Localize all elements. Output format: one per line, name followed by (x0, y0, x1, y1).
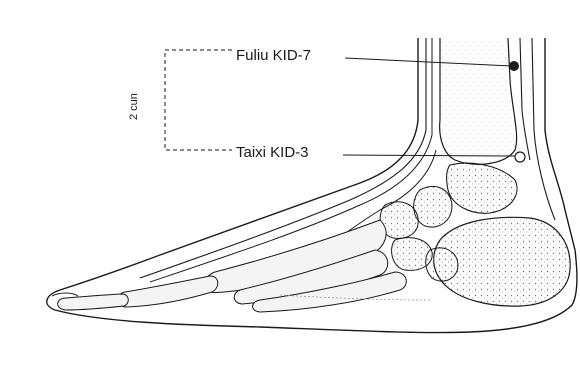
talus-bone (447, 163, 517, 213)
phalanx-distal (58, 294, 129, 310)
taixi-point-marker (515, 152, 525, 162)
cuboid-bone (426, 248, 458, 281)
fuliu-point-marker (509, 61, 519, 71)
navicular-bone (414, 186, 452, 227)
achilles-tendon (532, 38, 555, 220)
tibia-bone (440, 38, 517, 164)
fuliu-label: Fuliu KID-7 (236, 47, 311, 64)
phalanx-proximal (118, 276, 218, 307)
taixi-label: Taixi KID-3 (236, 144, 309, 161)
fibula-bone (520, 38, 530, 160)
measure-label: 2 cun (128, 93, 140, 120)
measure-bracket (165, 50, 232, 150)
toenail (52, 293, 78, 296)
